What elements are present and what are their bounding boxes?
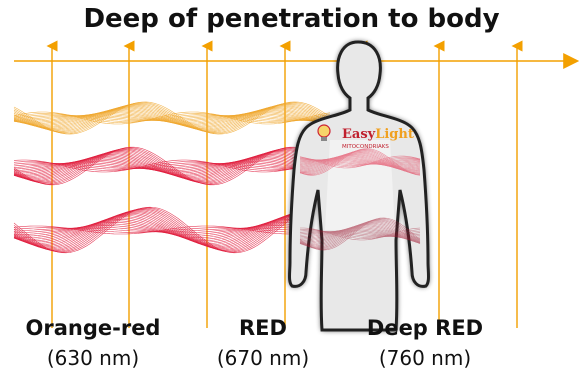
- label-name: Deep RED: [352, 316, 498, 340]
- label-name: RED: [198, 316, 328, 340]
- label-name: Orange-red: [18, 316, 168, 340]
- orange-red-wave: [14, 102, 330, 134]
- red-wave: [14, 147, 298, 185]
- label-wavelength: (760 nm): [352, 346, 498, 370]
- logo-subtitle: MITOCONDRIAKS: [342, 144, 389, 150]
- label-deep-red: Deep RED (760 nm): [352, 316, 498, 370]
- vertical-grid-lines: [52, 46, 517, 328]
- svg-text:EasyLight: EasyLight: [342, 127, 414, 142]
- label-wavelength: (630 nm): [18, 346, 168, 370]
- label-orange-red: Orange-red (630 nm): [18, 316, 168, 370]
- logo-text-light: Light: [375, 127, 414, 142]
- label-wavelength: (670 nm): [198, 346, 328, 370]
- label-red: RED (670 nm): [198, 316, 328, 370]
- body-silhouette: [290, 42, 429, 330]
- logo-text-easy: Easy: [342, 127, 376, 142]
- wave-bundles: [14, 102, 330, 253]
- deep-red-wave: [14, 207, 298, 253]
